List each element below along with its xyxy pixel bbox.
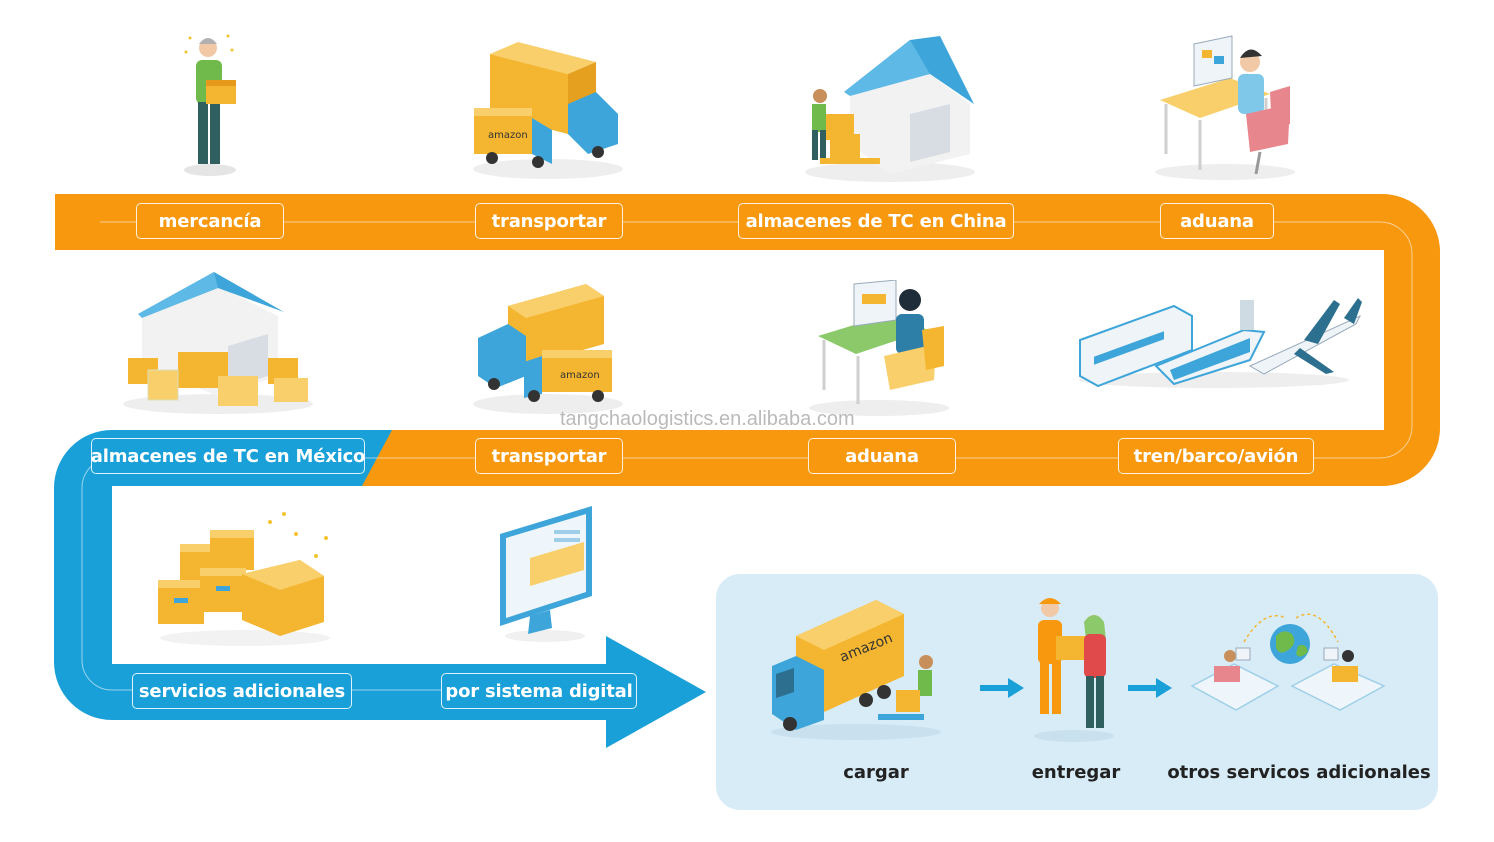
customs-office-desk-icon	[1155, 35, 1295, 180]
mexico-warehouse-forklift-icon	[123, 272, 313, 414]
label-almacenes-mexico: almacenes de TC en México	[91, 438, 365, 474]
delivery-person-icon	[1034, 598, 1114, 742]
loading-truck-icon: amazon	[771, 600, 941, 740]
svg-text:amazon: amazon	[488, 130, 528, 141]
label-transportar-2: transportar	[475, 438, 623, 474]
customs-computer-desk-icon	[809, 280, 949, 416]
gift-boxes-icon	[158, 512, 330, 646]
arrow-right-icon	[1128, 678, 1172, 698]
label-transportar-1: transportar	[475, 203, 623, 239]
caption-otros-servicios: otros servicos adicionales	[1167, 762, 1431, 783]
label-por-sistema-digital: por sistema digital	[441, 673, 637, 709]
container-truck-icon: amazon	[473, 284, 623, 414]
label-aduana-1: aduana	[1160, 203, 1274, 239]
warehouse-pallet-icon	[805, 36, 975, 182]
person-holding-box-icon	[184, 34, 236, 176]
arrow-right-icon	[980, 678, 1024, 698]
label-mercancia: mercancía	[136, 203, 284, 239]
container-truck-icon: amazon	[473, 42, 623, 179]
label-tren-barco-avion: tren/barco/avión	[1118, 438, 1314, 474]
watermark-text: tangchaologistics.en.alibaba.com	[560, 408, 855, 430]
train-ship-plane-icon	[1079, 298, 1362, 388]
global-services-icon	[1190, 613, 1386, 711]
digital-screen-icon	[500, 506, 592, 642]
label-aduana-2: aduana	[808, 438, 956, 474]
svg-text:amazon: amazon	[560, 370, 600, 381]
label-almacenes-china: almacenes de TC en China	[738, 203, 1014, 239]
caption-entregar: entregar	[1031, 762, 1121, 783]
flow-band-middle-blue	[54, 430, 706, 748]
caption-cargar: cargar	[843, 762, 909, 783]
label-servicios-adicionales: servicios adicionales	[132, 673, 352, 709]
